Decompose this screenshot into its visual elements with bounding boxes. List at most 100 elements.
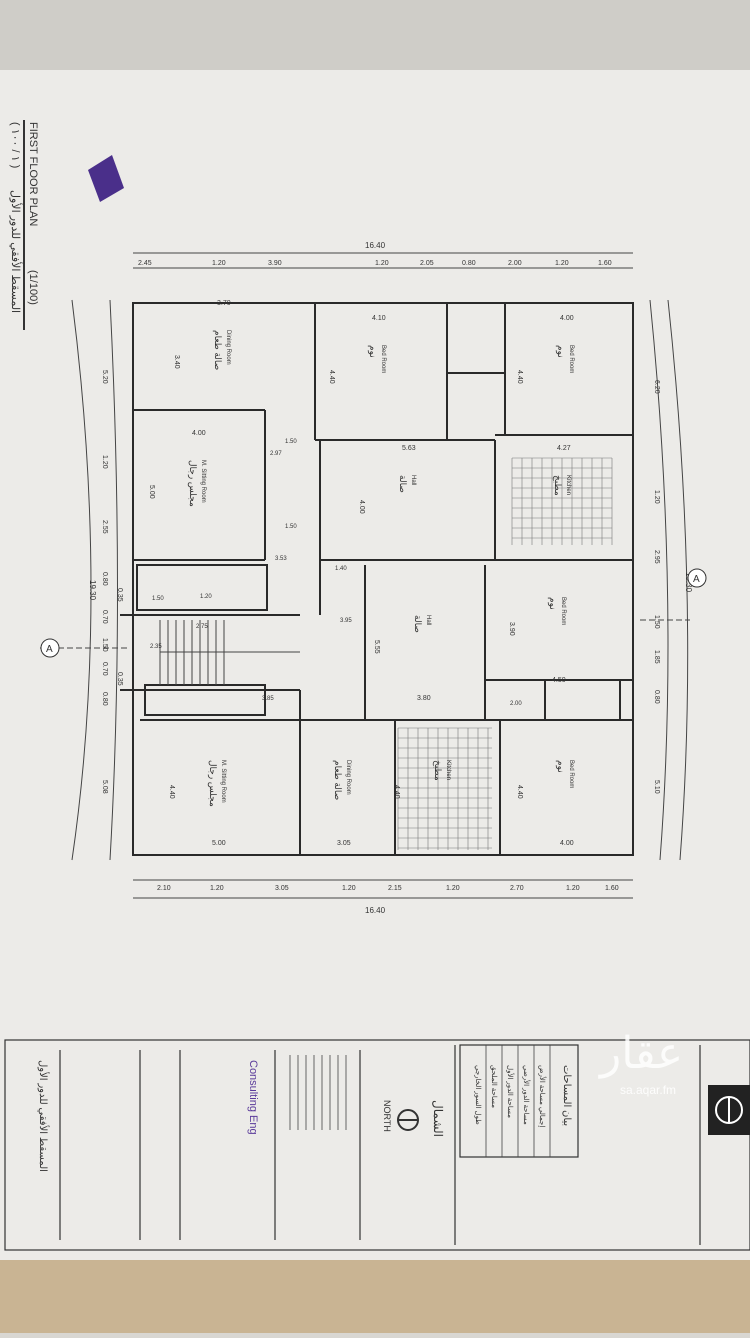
room-label-ar: مطبخ xyxy=(432,760,443,781)
room-label-en: M. Sitting Room xyxy=(200,460,206,503)
title-block-grid xyxy=(289,1045,551,1157)
dim-misc: 1.20 xyxy=(200,594,212,600)
dim-misc: 1.50 xyxy=(285,524,297,530)
section-marker-left-label: A xyxy=(46,644,53,655)
title-block xyxy=(4,1039,750,1251)
room-depth: 4.40 xyxy=(516,785,523,799)
dim-misc: 1.50 xyxy=(285,439,297,445)
room-width: 4.00 xyxy=(560,840,574,847)
room-label-ar: صالة طعام xyxy=(332,760,343,800)
room-width: 4.00 xyxy=(560,315,574,322)
room-depth: 4.40 xyxy=(168,785,175,799)
room-label-ar: صالة xyxy=(398,475,408,493)
dim-right: 2.95 xyxy=(653,550,660,564)
room-width: 3.70 xyxy=(217,300,231,307)
dim-left: 5.20 xyxy=(101,370,108,384)
room-depth: 5.00 xyxy=(148,485,155,499)
room-label-en: Dining Room xyxy=(345,760,351,795)
north-label-ar: الشمال xyxy=(431,1100,445,1137)
room-label-ar: نوم xyxy=(367,345,378,358)
room-width: 4.50 xyxy=(552,677,566,684)
dim-right: 1.50 xyxy=(653,615,660,629)
areas-row-label: مساحة الدور الأرضي xyxy=(522,1065,532,1125)
areas-row-label: مساحة الملحق xyxy=(490,1065,498,1108)
room-label-ar: مجلس رجال xyxy=(207,760,218,807)
room-label-ar: صالة xyxy=(413,615,423,633)
dim-misc: 1.50 xyxy=(152,596,164,602)
room-label-ar: نوم xyxy=(555,760,566,773)
dim-left: 0.35 xyxy=(116,588,123,602)
dim-top: 3.90 xyxy=(268,260,282,267)
dim-top: 2.00 xyxy=(508,260,522,267)
ink-stamp-mark xyxy=(88,155,124,202)
dim-left: 1.50 xyxy=(101,638,108,652)
room-depth: 3.40 xyxy=(173,355,180,369)
dim-top: 1.60 xyxy=(598,260,612,267)
kitchen-tiles xyxy=(397,457,613,850)
dimension-lines xyxy=(40,252,690,899)
dim-left: 0.35 xyxy=(116,672,123,686)
room-label-ar: مجلس رجال xyxy=(187,460,198,507)
room-label-en: Kitchen xyxy=(445,760,451,780)
room-label-en: Hall xyxy=(410,475,416,485)
dim-misc: 2.97 xyxy=(270,451,282,457)
room-label-ar: صالة طعام xyxy=(212,330,223,370)
room-width: 5.63 xyxy=(402,445,416,452)
dim-misc: 1.40 xyxy=(335,566,347,572)
dim-bottom: 2.15 xyxy=(388,885,402,892)
dim-top: 1.20 xyxy=(375,260,389,267)
dim-misc: 2.75 xyxy=(196,624,208,630)
dim-bottom: 1.20 xyxy=(342,885,356,892)
room-depth: 3.90 xyxy=(508,622,515,636)
dim-misc: 2.35 xyxy=(150,644,162,650)
engineer-stamp: Consulting Eng xyxy=(247,1060,259,1135)
dim-overall-depth-left: 19.30 xyxy=(88,580,97,601)
room-label-en: Kitchen xyxy=(565,475,571,495)
sheet-scale: (1/100) xyxy=(27,270,39,305)
room-label-ar: نوم xyxy=(547,597,558,610)
room-label-en: Bed Room xyxy=(560,597,566,625)
staircase xyxy=(159,620,300,685)
dim-misc: 2.00 xyxy=(510,701,522,707)
room-depth: 4.40 xyxy=(393,785,400,799)
room-label-en: Dining Room xyxy=(225,330,231,365)
watermark-logo: عقار xyxy=(598,1029,683,1079)
dim-right: 1.85 xyxy=(653,650,660,664)
dim-left: 0.80 xyxy=(101,572,108,586)
room-width: 4.27 xyxy=(557,445,571,452)
areas-row-label: إجمالي مساحة الأرض xyxy=(538,1065,548,1127)
room-width: 5.00 xyxy=(212,840,226,847)
room-depth: 4.40 xyxy=(328,370,335,384)
dim-top: 1.20 xyxy=(555,260,569,267)
dim-top: 2.05 xyxy=(420,260,434,267)
dim-misc: 3.95 xyxy=(340,618,352,624)
areas-row-label: مساحة الدور الأول xyxy=(506,1065,516,1118)
dim-top: 0.80 xyxy=(462,260,476,267)
section-marker-left xyxy=(40,638,60,658)
section-marker-right-label: A xyxy=(693,574,700,585)
room-depth: 4.40 xyxy=(516,370,523,384)
room-depth: 4.00 xyxy=(358,500,365,514)
room-width: 4.00 xyxy=(192,430,206,437)
dim-overall-width-bottom: 16.40 xyxy=(365,906,386,915)
dim-right: 0.80 xyxy=(653,690,660,704)
dim-overall-depth-right: 19.30 xyxy=(684,572,693,593)
room-label-ar: نوم xyxy=(555,345,566,358)
dim-right: 6.20 xyxy=(653,380,660,394)
dim-left: 2.55 xyxy=(101,520,108,534)
areas-heading: بيان المساحات xyxy=(561,1065,572,1126)
dim-overall-width: 16.40 xyxy=(365,241,386,250)
dim-bottom: 1.20 xyxy=(210,885,224,892)
dim-bottom: 1.60 xyxy=(605,885,619,892)
section-marker-right xyxy=(687,568,707,588)
title-block-sheet-title: المسقط الأفقي للدور الأول xyxy=(37,1060,49,1172)
watermark-url: sa.aqar.fm xyxy=(620,1083,676,1097)
paper-sheet xyxy=(0,70,750,1280)
room-depth: 5.55 xyxy=(373,640,380,654)
walls xyxy=(120,302,634,856)
sheet-scale-ar: ( ١ / ١٠٠ ) xyxy=(9,122,21,168)
areas-row-label: طول السور الخارجي xyxy=(474,1065,482,1125)
room-label-en: M. Sitting Room xyxy=(220,760,226,803)
dim-left: 1.20 xyxy=(101,455,108,469)
